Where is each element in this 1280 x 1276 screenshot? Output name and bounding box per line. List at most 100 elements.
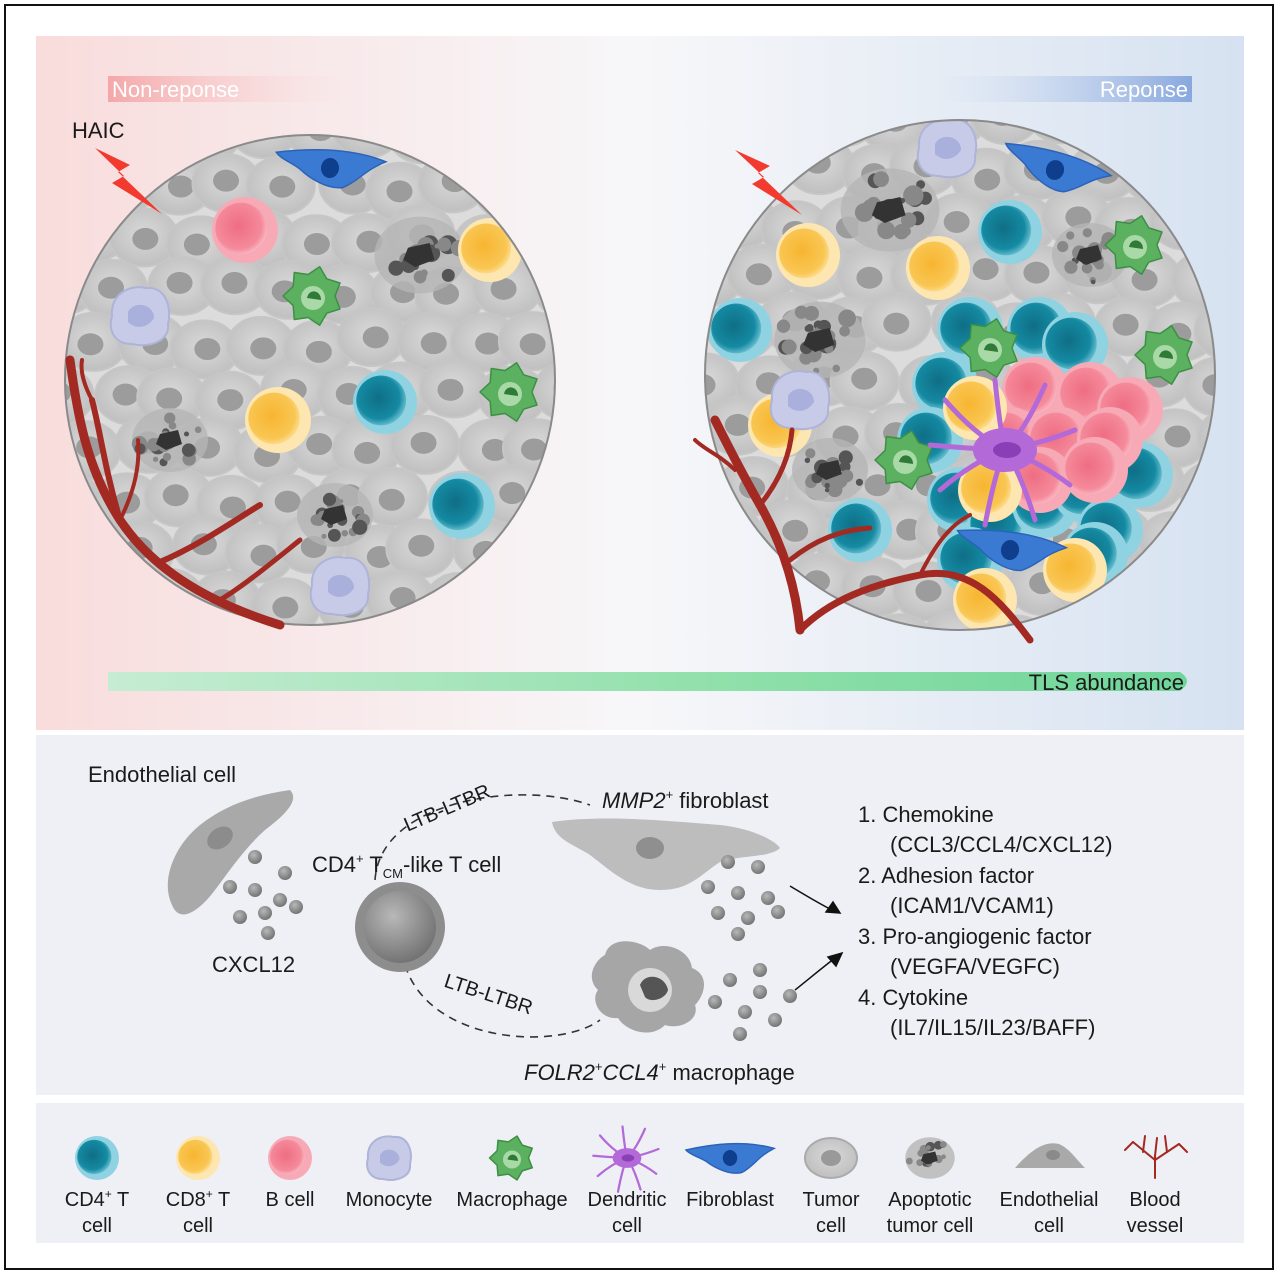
tumor-cell bbox=[532, 361, 555, 422]
cd8-t-cell-icon bbox=[458, 218, 522, 282]
secreted-factor-dot bbox=[753, 985, 767, 999]
response-bar bbox=[940, 76, 1192, 102]
tumor-cell bbox=[336, 307, 407, 368]
legend-label: Macrophage bbox=[456, 1189, 567, 1211]
non-response-bar bbox=[108, 76, 343, 102]
factor-detail: (VEGFA/VEGFC) bbox=[890, 954, 1060, 979]
legend-label-line2: vessel bbox=[1127, 1215, 1184, 1237]
factor-title: 1. Chemokine bbox=[858, 802, 994, 827]
legend-label: Endothelial bbox=[1000, 1189, 1099, 1211]
legend-label: Dendritic bbox=[588, 1189, 667, 1211]
secreted-factor-dot bbox=[771, 905, 785, 919]
apoptotic-tumor-cell-icon bbox=[840, 168, 940, 252]
endothelial-cell-label: Endothelial cell bbox=[88, 762, 236, 787]
secreted-factor-dot bbox=[711, 906, 725, 920]
legend-label-line2: cell bbox=[1034, 1215, 1064, 1237]
factor-detail: (IL7/IL15/IL23/BAFF) bbox=[890, 1015, 1095, 1040]
secreted-factor-dot bbox=[753, 963, 767, 977]
haic-label: HAIC bbox=[72, 118, 125, 143]
legend-item: Monocyte bbox=[346, 1135, 433, 1211]
fibroblast-icon bbox=[275, 149, 389, 189]
cd4-t-cell-icon bbox=[429, 473, 495, 539]
b-cell-icon bbox=[1002, 357, 1068, 423]
factor-title: 4. Cytokine bbox=[858, 985, 968, 1010]
dendritic-cell-icon bbox=[592, 1125, 660, 1193]
cd4-tcm-label: CD4+ TCM-like T cell bbox=[312, 851, 501, 881]
secreted-factor-dot bbox=[248, 883, 262, 897]
secreted-factor-dot bbox=[701, 880, 715, 894]
ltb-ltbr-bottom-arc bbox=[404, 964, 601, 1038]
b-cell-icon bbox=[1062, 437, 1128, 503]
secreted-factor-dot bbox=[768, 1013, 782, 1027]
macrophage-icon bbox=[488, 1135, 534, 1181]
endothelial-cell-icon bbox=[1015, 1143, 1085, 1168]
tls-abundance-label: TLS abundance bbox=[1029, 670, 1184, 695]
legend-label: B cell bbox=[266, 1189, 315, 1211]
legend-label: Tumor bbox=[802, 1189, 859, 1211]
secreted-factor-dot bbox=[261, 926, 275, 940]
secreted-factor-dot bbox=[738, 1005, 752, 1019]
factor-title: 2. Adhesion factor bbox=[858, 863, 1034, 888]
blood-vessel-icon bbox=[1124, 1135, 1188, 1179]
cxcl12-label: CXCL12 bbox=[212, 952, 295, 977]
cd8-t-cell-icon bbox=[245, 387, 311, 453]
blood-vessel-left bbox=[65, 355, 303, 630]
fibroblast-secreted-factors bbox=[701, 855, 785, 941]
apoptotic-tumor-cell-icon bbox=[792, 438, 868, 502]
monocyte-icon bbox=[916, 120, 978, 179]
secreted-factor-dot bbox=[708, 995, 722, 1009]
macrophage-icon bbox=[282, 266, 341, 326]
secreted-factor-dot bbox=[733, 1027, 747, 1041]
secreted-factor-dot bbox=[273, 893, 287, 907]
monocyte-icon bbox=[109, 286, 171, 347]
b-cell-icon bbox=[212, 197, 278, 263]
macrophage-icon bbox=[959, 318, 1018, 378]
response-label: Reponse bbox=[1100, 77, 1188, 102]
legend-label: Monocyte bbox=[346, 1189, 433, 1211]
tumor-cell-icon bbox=[804, 1137, 858, 1179]
secreted-factor-dot bbox=[741, 911, 755, 925]
tumor-cell bbox=[200, 255, 271, 316]
apoptotic-tumor-cell-icon bbox=[374, 216, 467, 294]
legend-item: Macrophage bbox=[456, 1135, 568, 1211]
secreted-factor-dot bbox=[258, 906, 272, 920]
factor-list: 1. Chemokine (CCL3/CCL4/CXCL12) 2. Adhesio… bbox=[858, 802, 1113, 1040]
tumor-cell bbox=[981, 614, 1052, 630]
non-response-tumor bbox=[64, 134, 556, 626]
b-cell-icon bbox=[268, 1136, 312, 1180]
monocyte-icon bbox=[309, 556, 371, 617]
secreted-factor-dot bbox=[751, 860, 765, 874]
tumor-cell bbox=[385, 518, 456, 579]
factor-detail: (CCL3/CCL4/CXCL12) bbox=[890, 832, 1113, 857]
apoptotic-tumor-cell-icon bbox=[905, 1137, 955, 1179]
secreted-factor-dot bbox=[289, 900, 303, 914]
tumor-cell bbox=[1182, 356, 1215, 417]
secreted-factor-dot bbox=[731, 886, 745, 900]
macrophage-icon bbox=[488, 1135, 534, 1181]
cd4-t-cell-icon bbox=[978, 200, 1042, 264]
apoptotic-tumor-cell-icon bbox=[297, 483, 373, 547]
cd8-t-cell-icon bbox=[943, 376, 1007, 440]
factor-detail: (ICAM1/VCAM1) bbox=[890, 893, 1054, 918]
legend-item: Fibroblast bbox=[684, 1142, 777, 1211]
non-response-label: Non-reponse bbox=[112, 77, 239, 102]
legend-item: B cell bbox=[266, 1136, 315, 1211]
apoptotic-tumor-cell-icon bbox=[131, 408, 208, 472]
b-cell-icon bbox=[268, 1136, 312, 1180]
mmp2-fibroblast-label: MMP2+ fibroblast bbox=[602, 787, 769, 813]
tumor-cell bbox=[418, 358, 489, 419]
legend-label: Fibroblast bbox=[686, 1189, 774, 1211]
cd4-t-cell-icon bbox=[75, 1136, 119, 1180]
cd8-t-cell-icon bbox=[906, 236, 970, 300]
legend-background bbox=[36, 1103, 1244, 1243]
secreted-factor-dot bbox=[761, 891, 775, 905]
apoptotic-tumor-cell-icon bbox=[1052, 223, 1128, 287]
tumor-cell bbox=[389, 414, 460, 475]
